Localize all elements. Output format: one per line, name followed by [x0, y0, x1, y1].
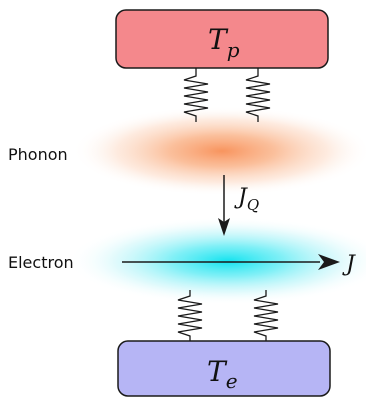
bottom-right-spring — [253, 290, 279, 342]
phonon-temperature-box — [115, 9, 329, 69]
heat-flux-arrowhead — [218, 218, 230, 236]
electron-temperature-label: Te — [207, 355, 238, 393]
electron-cloud — [68, 217, 366, 305]
electron-temperature-box — [117, 340, 331, 397]
current-arrowhead — [318, 254, 340, 270]
electron-label: Electron — [8, 253, 74, 272]
current-label: J — [342, 252, 356, 277]
bottom-left-spring — [177, 290, 203, 342]
heat-flux-label: JQ — [234, 185, 259, 214]
phonon-label: Phonon — [8, 145, 68, 164]
top-right-spring — [245, 68, 271, 122]
phonon-cloud — [72, 106, 366, 196]
phonon-temperature-label: Tp — [208, 23, 240, 62]
top-left-spring — [183, 68, 209, 122]
